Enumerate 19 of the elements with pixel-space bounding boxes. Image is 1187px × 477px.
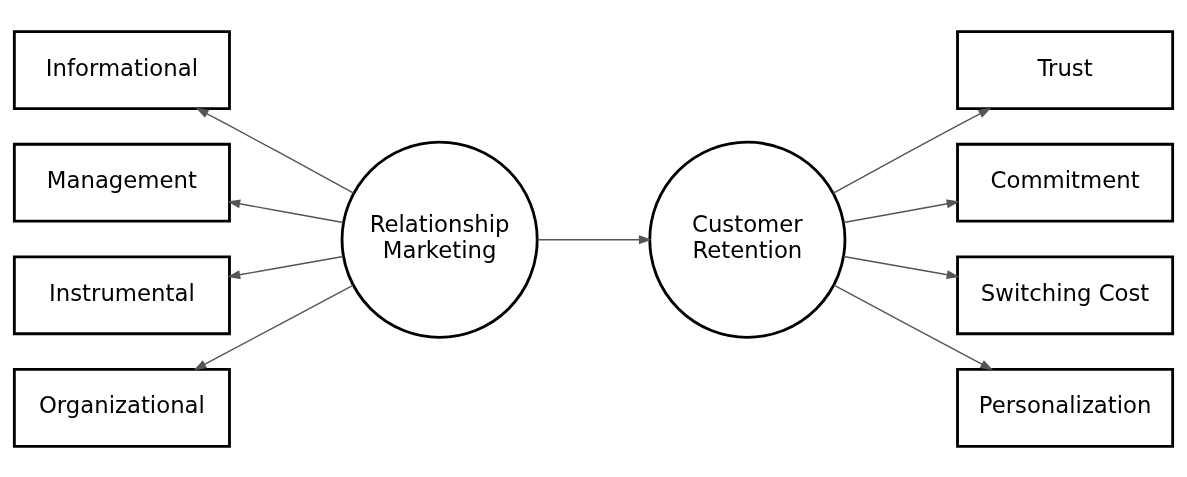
arrow [227, 255, 344, 279]
arrow [843, 255, 960, 279]
node-box: Instrumental [12, 254, 231, 335]
node-box: Switching Cost [956, 254, 1175, 335]
node-circle: Customer Retention [648, 140, 847, 339]
node-box: Informational [12, 29, 231, 110]
node-box: Personalization [956, 367, 1175, 448]
arrow [832, 107, 992, 194]
arrow [843, 198, 960, 223]
arrow [195, 107, 355, 194]
arrow [833, 284, 994, 370]
node-box: Commitment [956, 142, 1175, 223]
arrow [536, 234, 652, 244]
node-box: Trust [956, 29, 1175, 110]
node-box: Organizational [12, 367, 231, 448]
arrow [193, 284, 354, 370]
arrow [227, 198, 344, 223]
node-circle: Relationship Marketing [340, 140, 539, 339]
node-box: Management [12, 142, 231, 223]
